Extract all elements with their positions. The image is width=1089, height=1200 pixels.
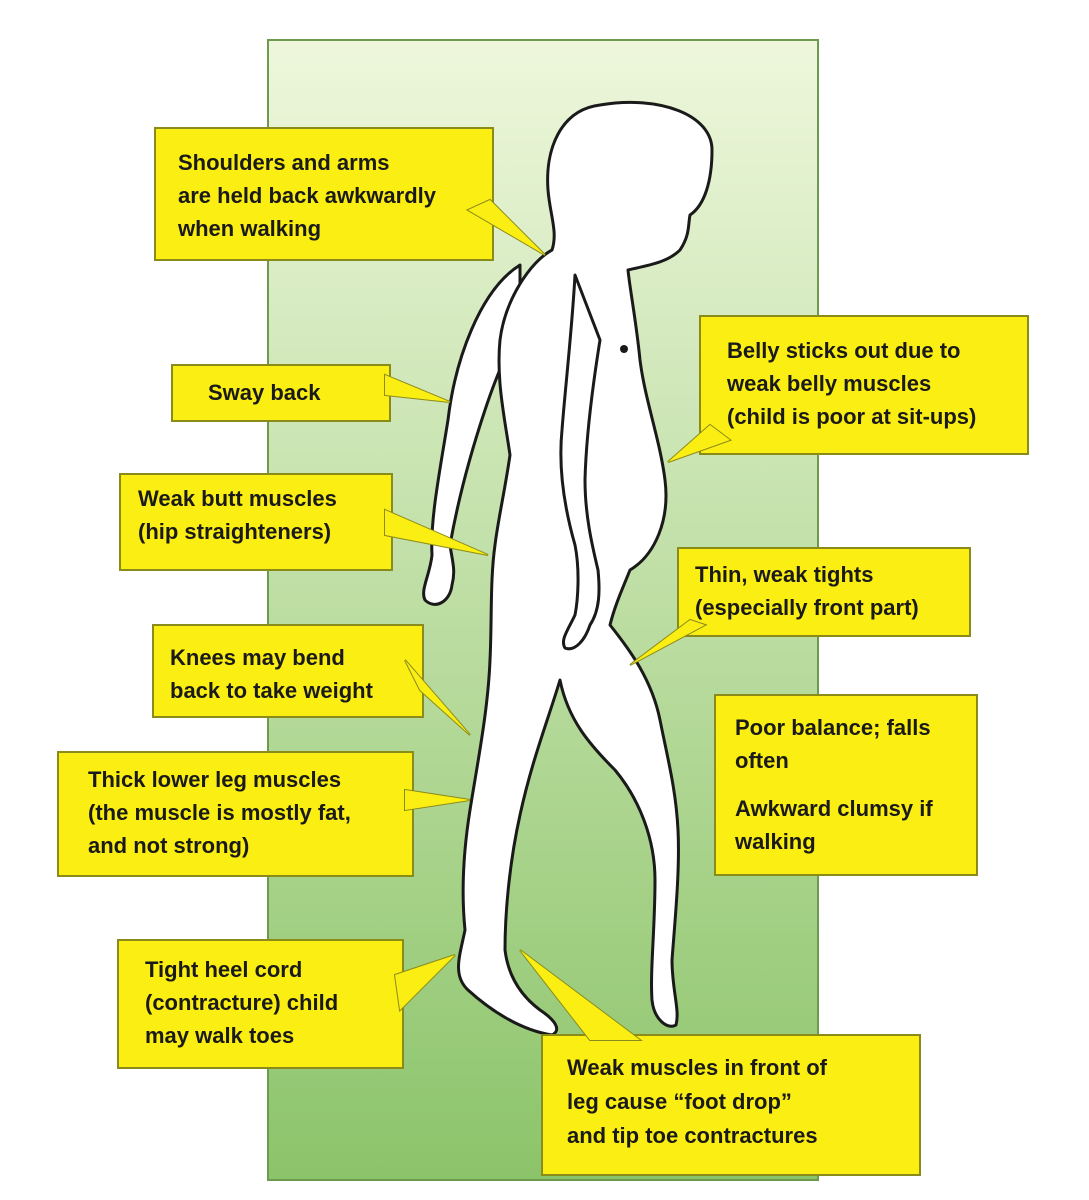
front-arm: [559, 273, 602, 651]
callout-box: [154, 127, 494, 261]
callout-line: Poor balance; falls: [735, 715, 931, 740]
callout-line: Weak butt muscles: [138, 486, 337, 511]
callout-line: back to take weight: [170, 678, 374, 703]
callout-line: (hip straighteners): [138, 519, 331, 544]
callout-pointer-fill: [405, 790, 470, 810]
callout-line: Awkward clumsy if: [735, 796, 933, 821]
callout-heel-cord: Tight heel cord (contracture) child may wa…: [117, 939, 456, 1069]
callout-sway-back: Sway back: [171, 364, 451, 422]
callout-box: [699, 315, 1029, 455]
back-arm: [422, 263, 522, 606]
callout-line: weak belly muscles: [726, 371, 931, 396]
callout-line: walking: [734, 829, 816, 854]
callout-butt: Weak butt muscles (hip straighteners): [119, 473, 489, 571]
callout-box: [677, 547, 971, 637]
callout-shoulders: Shoulders and arms are held back awkwardl…: [154, 127, 546, 261]
callout-pointer-fill: [520, 950, 640, 1040]
callout-pointer-fill: [385, 510, 488, 555]
callout-line: (contracture) child: [145, 990, 338, 1015]
callout-pointer-fill: [395, 955, 455, 1010]
callouts-layer: Shoulders and arms are held back awkwardl…: [57, 127, 1029, 1176]
callout-box: [119, 473, 393, 571]
callout-line: (child is poor at sit-ups): [727, 404, 976, 429]
callout-line: Shoulders and arms: [178, 150, 390, 175]
callout-line: when walking: [177, 216, 321, 241]
callout-lower-leg: Thick lower leg muscles (the muscle is mo…: [57, 751, 471, 877]
callout-pointer-fill: [385, 375, 450, 402]
callout-line: Knees may bend: [170, 645, 345, 670]
callout-line: Thick lower leg muscles: [88, 767, 341, 792]
callout-line: may walk toes: [145, 1023, 294, 1048]
callout-line: Tight heel cord: [145, 957, 302, 982]
callout-pointer-fill: [630, 620, 705, 665]
callout-thighs: Thin, weak tights (especially front part): [629, 547, 971, 666]
callout-line: Thin, weak tights: [695, 562, 873, 587]
callout-belly: Belly sticks out due to weak belly muscle…: [667, 315, 1029, 463]
callout-line: Belly sticks out due to: [727, 338, 961, 363]
callout-line: and not strong): [88, 833, 249, 858]
callout-box: [714, 694, 978, 876]
callout-line: Weak muscles in front of: [567, 1055, 828, 1080]
callout-box: [117, 939, 404, 1069]
callout-pointer-fill: [668, 425, 730, 462]
callout-line: often: [735, 748, 789, 773]
callout-line: and tip toe contractures: [567, 1123, 818, 1148]
nipple-dot: [620, 345, 628, 353]
callout-line: (especially front part): [695, 595, 919, 620]
callout-pointer-fill: [468, 200, 545, 255]
callout-box: [57, 751, 414, 877]
callout-foot-drop: Weak muscles in front of leg cause “foot …: [519, 949, 921, 1176]
callout-knees: Knees may bend back to take weight: [152, 624, 471, 736]
callout-line: Sway back: [208, 380, 321, 405]
callout-pointer-fill: [405, 660, 470, 735]
callout-line: leg cause “foot drop”: [567, 1089, 792, 1114]
callout-box: [152, 624, 424, 718]
child-figure: [422, 100, 714, 1037]
callout-line: are held back awkwardly: [178, 183, 437, 208]
callout-box: [541, 1034, 921, 1176]
callout-line: (the muscle is mostly fat,: [88, 800, 351, 825]
